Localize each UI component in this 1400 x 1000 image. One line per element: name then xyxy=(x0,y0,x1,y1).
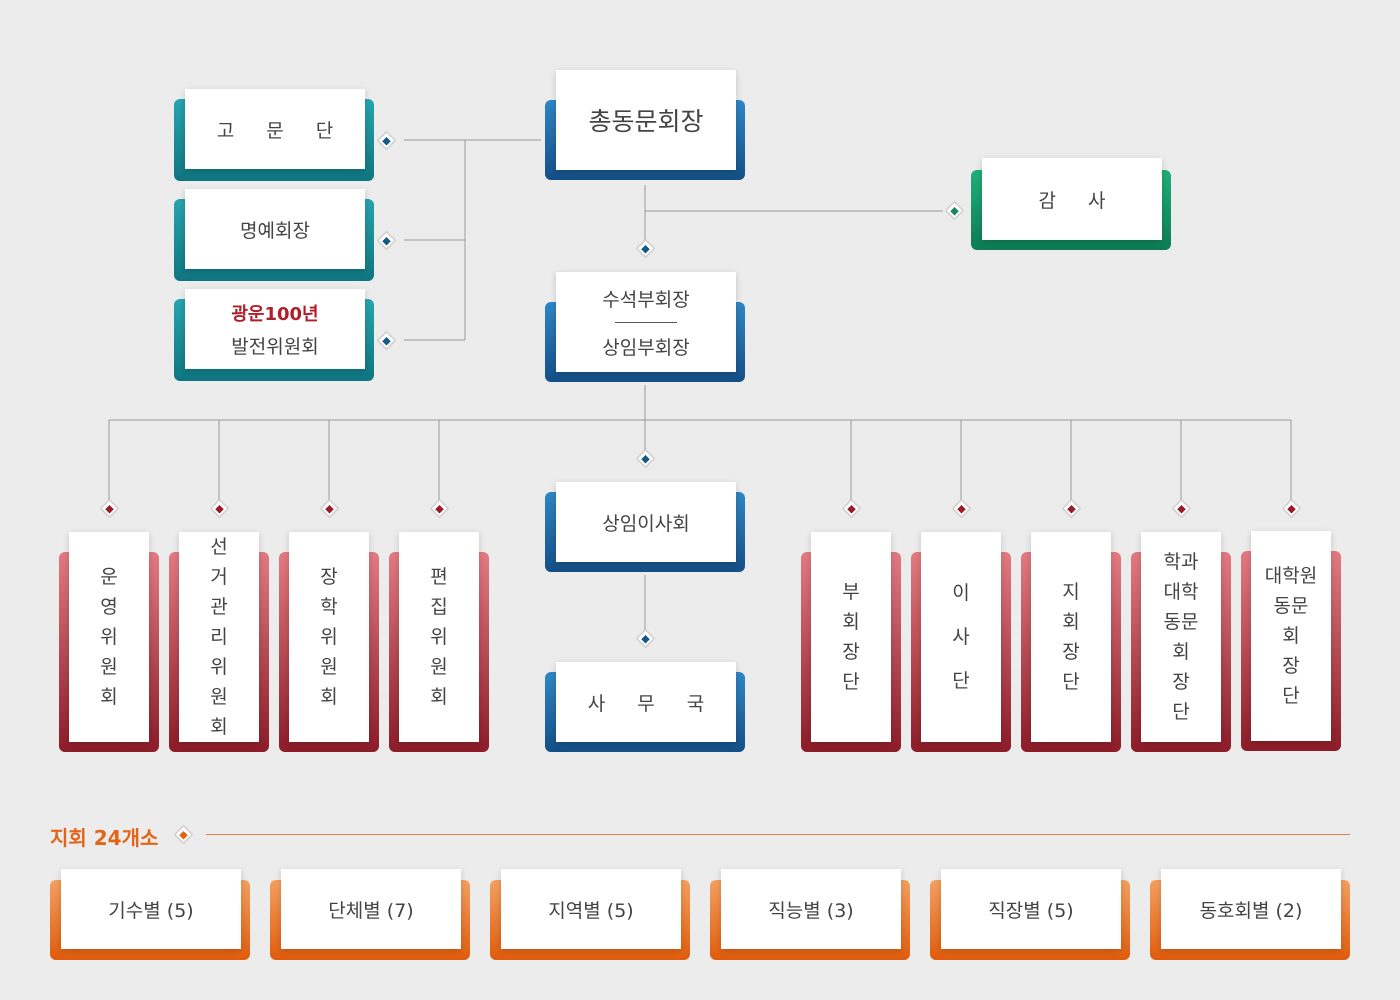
standing-vice-president-label: 상임부회장 xyxy=(602,336,690,359)
branch-heads-box: 지 회 장 단 xyxy=(1021,532,1121,752)
committee-char: 회 xyxy=(100,686,118,708)
senior-vice-president-label: 수석부회장 xyxy=(602,288,690,311)
division-char: 장 xyxy=(1172,671,1190,693)
division-char: 학과 xyxy=(1163,551,1199,573)
operations-committee-box: 운 영 위 원 회 xyxy=(59,532,159,752)
committee-char: 리 xyxy=(210,626,228,648)
division-char: 회 xyxy=(842,611,860,633)
development-committee-box: 광운100년 발전위원회 xyxy=(174,289,374,381)
committee-char: 회 xyxy=(430,686,448,708)
division-char: 단 xyxy=(842,671,860,693)
development-highlight-label: 광운100년 xyxy=(231,303,319,325)
graduate-alumni-heads-box: 대학원 동문 회 장 단 xyxy=(1241,531,1341,751)
division-char: 사 xyxy=(952,626,970,648)
branch-label: 직능별 (3) xyxy=(768,899,854,922)
division-char: 단 xyxy=(1062,671,1080,693)
audit-box: 감 사 xyxy=(971,158,1171,250)
committee-char: 장 xyxy=(320,566,338,588)
branch-label: 기수별 (5) xyxy=(108,899,194,922)
branches-divider xyxy=(206,834,1350,835)
vice-presidents-group-box: 부 회 장 단 xyxy=(801,532,901,752)
division-char: 동문 xyxy=(1163,611,1199,633)
editorial-committee-box: 편 집 위 원 회 xyxy=(389,532,489,752)
president-box: 총동문회장 xyxy=(545,70,745,180)
division-char: 단 xyxy=(1172,701,1190,723)
secretariat-label: 사 무 국 xyxy=(587,692,718,715)
division-char: 지 xyxy=(1062,581,1080,603)
branch-box: 지역별 (5) xyxy=(490,869,690,960)
development-committee-label: 발전위원회 xyxy=(231,335,319,358)
division-char: 장 xyxy=(842,641,860,663)
vice-president-box: 수석부회장 상임부회장 xyxy=(545,272,745,382)
branch-label: 직장별 (5) xyxy=(988,899,1074,922)
committee-char: 영 xyxy=(100,596,118,618)
branch-box: 동호회별 (2) xyxy=(1150,869,1350,960)
committee-char: 선 xyxy=(210,536,228,558)
board-of-directors-box: 이 사 단 xyxy=(911,532,1011,752)
committee-char: 원 xyxy=(320,656,338,678)
secretariat-box: 사 무 국 xyxy=(545,662,745,752)
division-char: 이 xyxy=(952,582,970,604)
branch-box: 기수별 (5) xyxy=(50,869,250,960)
committee-char: 거 xyxy=(210,566,228,588)
committee-char: 관 xyxy=(210,596,228,618)
election-committee-box: 선 거 관 리 위 원 회 xyxy=(169,532,269,752)
division-char: 회 xyxy=(1282,625,1300,647)
branch-box: 단체별 (7) xyxy=(270,869,470,960)
advisors-label: 고 문 단 xyxy=(216,119,347,142)
committee-char: 원 xyxy=(100,656,118,678)
committee-char: 위 xyxy=(100,626,118,648)
division-char: 회 xyxy=(1172,641,1190,663)
division-char: 대학 xyxy=(1163,581,1199,603)
division-char: 대학원 xyxy=(1264,565,1318,587)
branch-label: 단체별 (7) xyxy=(328,899,414,922)
branch-label: 지역별 (5) xyxy=(548,899,634,922)
committee-char: 원 xyxy=(210,686,228,708)
division-char: 단 xyxy=(1282,685,1300,707)
honorary-president-label: 명예회장 xyxy=(240,219,310,242)
committee-char: 회 xyxy=(210,716,228,738)
division-char: 단 xyxy=(952,670,970,692)
audit-label: 감 사 xyxy=(1038,189,1119,212)
division-char: 부 xyxy=(842,581,860,603)
president-label: 총동문회장 xyxy=(588,107,704,136)
advisors-box: 고 문 단 xyxy=(174,89,374,181)
committee-char: 원 xyxy=(430,656,448,678)
branch-label: 동호회별 (2) xyxy=(1199,899,1303,922)
standing-board-label: 상임이사회 xyxy=(602,512,690,535)
committee-char: 운 xyxy=(100,566,118,588)
scholarship-committee-box: 장 학 위 원 회 xyxy=(279,532,379,752)
branch-box: 직장별 (5) xyxy=(930,869,1130,960)
committee-char: 집 xyxy=(430,596,448,618)
committee-char: 회 xyxy=(320,686,338,708)
branches-title: 지회 24개소 xyxy=(50,826,159,850)
committee-char: 위 xyxy=(430,626,448,648)
committee-char: 위 xyxy=(320,626,338,648)
committee-char: 학 xyxy=(320,596,338,618)
division-char: 장 xyxy=(1062,641,1080,663)
standing-board-box: 상임이사회 xyxy=(545,482,745,572)
division-char: 장 xyxy=(1282,655,1300,677)
committee-char: 위 xyxy=(210,656,228,678)
committee-char: 편 xyxy=(430,566,448,588)
vice-separator xyxy=(615,321,677,323)
department-alumni-heads-box: 학과 대학 동문 회 장 단 xyxy=(1131,532,1231,752)
division-char: 회 xyxy=(1062,611,1080,633)
branch-box: 직능별 (3) xyxy=(710,869,910,960)
division-char: 동문 xyxy=(1273,595,1309,617)
honorary-president-box: 명예회장 xyxy=(174,189,374,281)
